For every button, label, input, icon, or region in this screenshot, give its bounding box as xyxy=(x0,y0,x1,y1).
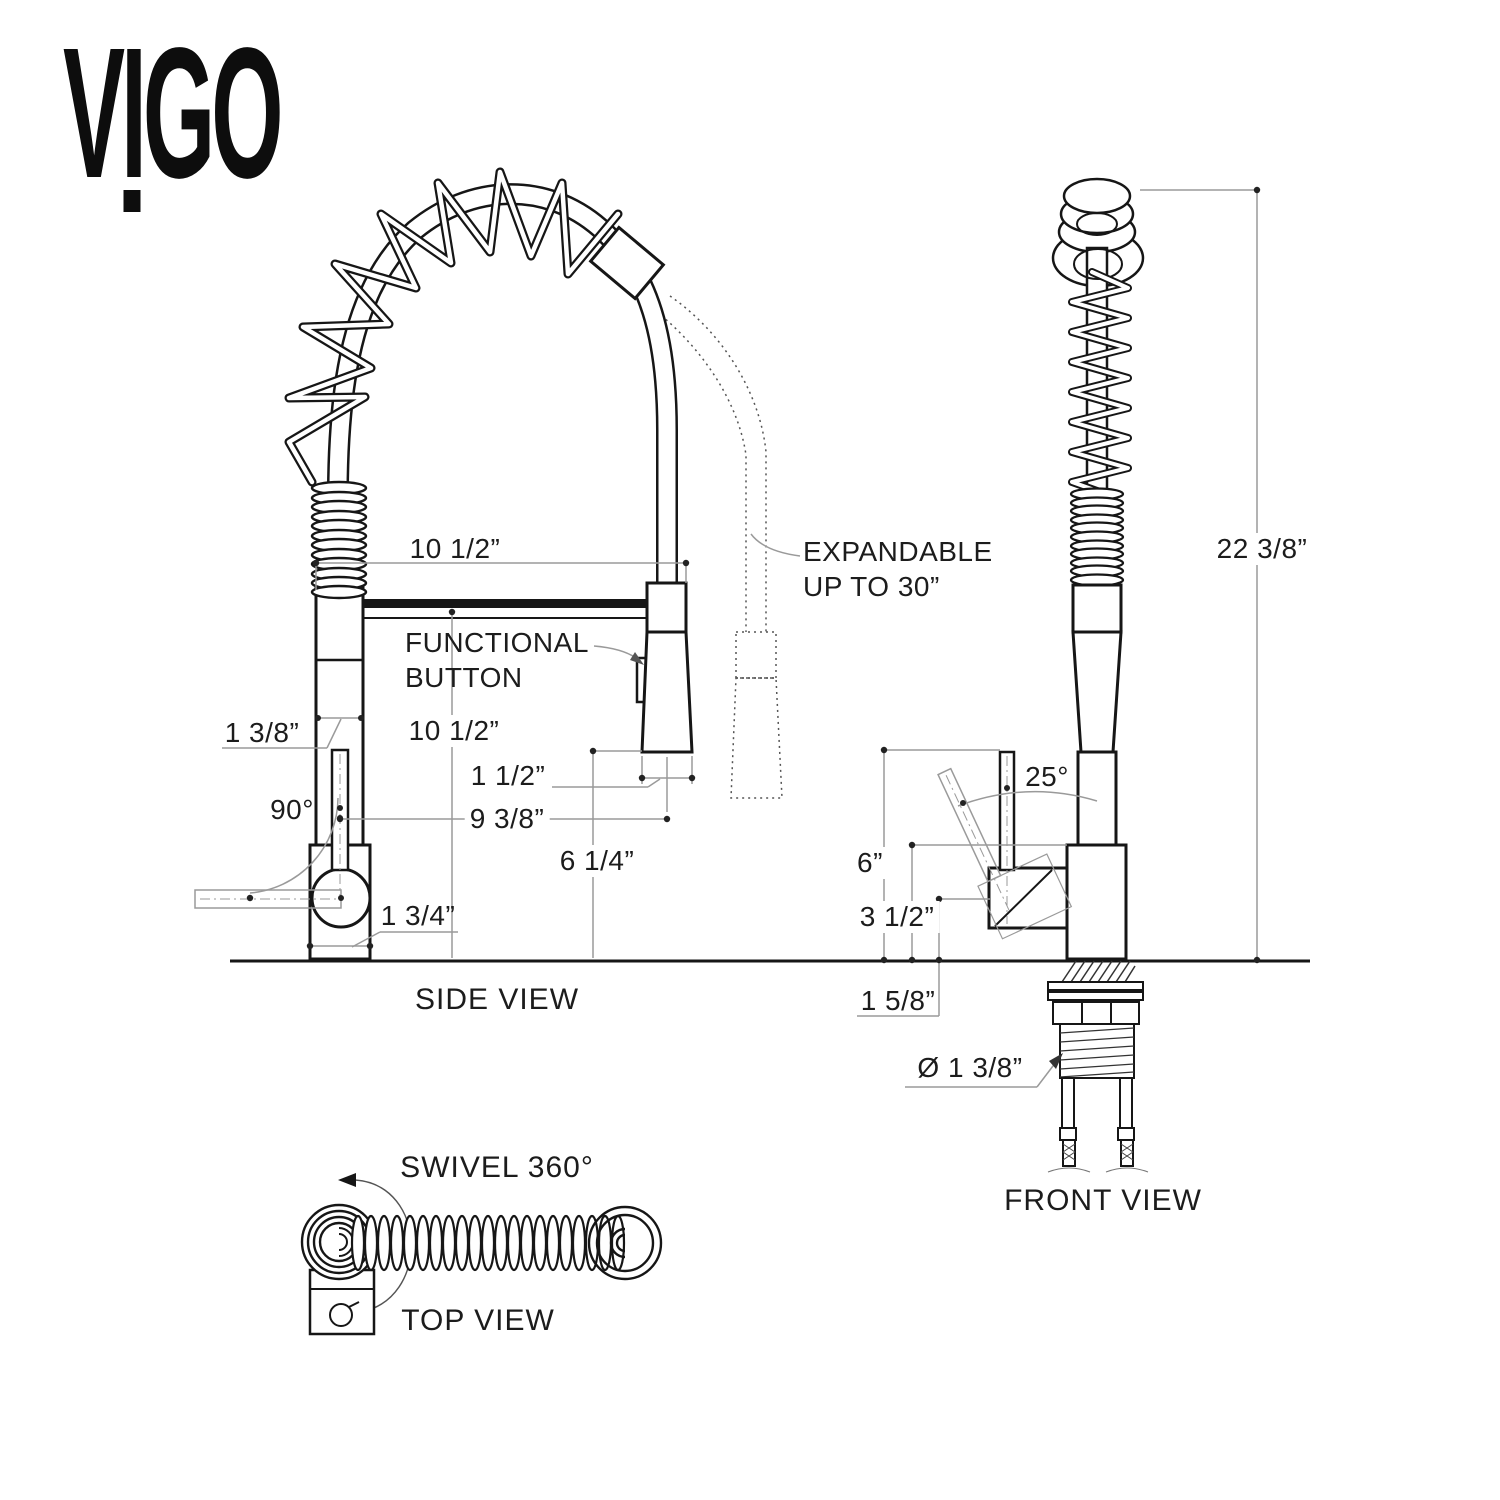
dim-handle-angle-25-label: 25° xyxy=(1025,761,1069,792)
top-view-coil xyxy=(350,1214,626,1272)
top-view-caption: TOP VIEW xyxy=(401,1304,555,1337)
functional-button-label: FUNCTIONAL BUTTON xyxy=(405,627,588,693)
spring-coil-tight-front xyxy=(1069,487,1125,587)
swivel-arrowhead-top xyxy=(338,1173,356,1187)
spring-coil-arch xyxy=(284,167,623,487)
handle-block-front xyxy=(987,866,1069,930)
dim-spout-height-label: 10 1/2” xyxy=(403,715,505,747)
faucet-body-front xyxy=(1076,750,1118,847)
dim-spray-width-label: 1 1/2” xyxy=(470,760,546,791)
supply-hose-right xyxy=(1119,1077,1133,1129)
top-view-base xyxy=(308,1268,376,1336)
swivel-label: SWIVEL 360° xyxy=(400,1151,594,1184)
expandable-note: EXPANDABLE UP TO 30” xyxy=(803,536,993,602)
spring-coil-tight xyxy=(310,480,368,600)
side-view-caption: SIDE VIEW xyxy=(414,983,580,1016)
sprayer-head-side xyxy=(635,581,694,754)
dim-handle-height-label: 6” xyxy=(852,847,888,879)
top-view-right-rings xyxy=(587,1205,663,1281)
sprayer-head-front xyxy=(1071,630,1123,754)
logo-letter: O xyxy=(211,10,283,217)
spring-coil-front xyxy=(1068,268,1132,496)
front-view-drawing xyxy=(937,177,1149,1173)
dim-shank-diameter-label: Ø 1 3/8” xyxy=(917,1052,1023,1083)
dim-base-width-label: 1 3/4” xyxy=(380,900,456,931)
logo-letter: V xyxy=(63,10,125,217)
side-view-drawing xyxy=(194,167,694,961)
supply-hose-left xyxy=(1061,1077,1075,1129)
dimension-dots-front xyxy=(880,186,1261,964)
logo-letter: I xyxy=(121,10,147,217)
faucet-base-front xyxy=(1065,843,1128,961)
hose-clamp-block xyxy=(588,225,666,301)
mounting-nut xyxy=(1052,1001,1140,1025)
logo-i-dot xyxy=(123,190,141,212)
dim-body-diameter-label: 1 3/8” xyxy=(224,717,300,748)
dim-reach-label: 9 3/8” xyxy=(464,803,550,835)
support-bar xyxy=(363,599,647,619)
handle-ghost-tilted xyxy=(937,767,1073,940)
dim-spray-clearance-label: 6 1/4” xyxy=(554,845,640,877)
expandable-hose-ghost xyxy=(651,295,783,799)
dimension-dots-side xyxy=(246,559,696,950)
front-view-caption: FRONT VIEW xyxy=(1004,1184,1202,1217)
top-view-drawing xyxy=(300,1173,663,1336)
dim-total-height-label: 22 3/8” xyxy=(1211,533,1313,565)
dim-deck-clearance-label: 1 5/8” xyxy=(860,985,936,1016)
mounting-hardware xyxy=(1047,960,1149,1173)
dimension-lines-side xyxy=(222,533,1310,963)
dimension-lines-front xyxy=(857,186,1261,1088)
dim-arch-width-label: 10 1/2” xyxy=(409,533,501,564)
dim-handle-angle-90-label: 90° xyxy=(270,794,314,825)
sprayer-holder-front xyxy=(1071,583,1123,634)
dim-base-height-label: 3 1/2” xyxy=(854,901,940,933)
logo-letter: G xyxy=(142,10,215,217)
